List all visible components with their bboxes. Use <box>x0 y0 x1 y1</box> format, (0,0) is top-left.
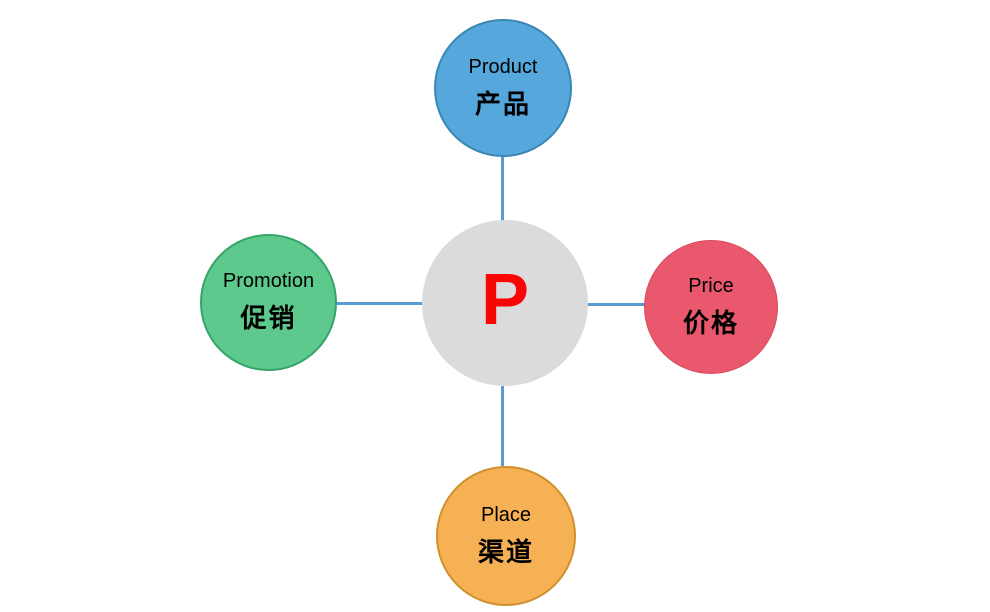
connector-center-to-product <box>501 157 504 221</box>
node-promotion-label-en: Promotion <box>222 270 315 293</box>
connector-center-to-price <box>587 303 645 306</box>
node-price: Price 价格 <box>644 240 778 374</box>
connector-center-to-promotion <box>336 302 423 305</box>
node-product-label-en: Product <box>468 55 538 78</box>
node-place-label-zh: 渠道 <box>477 536 534 567</box>
node-promotion: Promotion 促销 <box>200 234 337 371</box>
node-product-label-zh: 产品 <box>474 88 531 119</box>
node-price-label-zh: 价格 <box>682 307 739 338</box>
connector-center-to-place <box>501 386 504 466</box>
node-place-label-en: Place <box>480 503 532 526</box>
node-promotion-label-zh: 促销 <box>240 303 297 334</box>
node-price-label-en: Price <box>688 274 734 297</box>
center-node-p: P <box>422 220 588 386</box>
center-node-letter: P <box>480 260 530 340</box>
node-product: Product 产品 <box>434 19 572 157</box>
node-place: Place 渠道 <box>436 466 576 606</box>
